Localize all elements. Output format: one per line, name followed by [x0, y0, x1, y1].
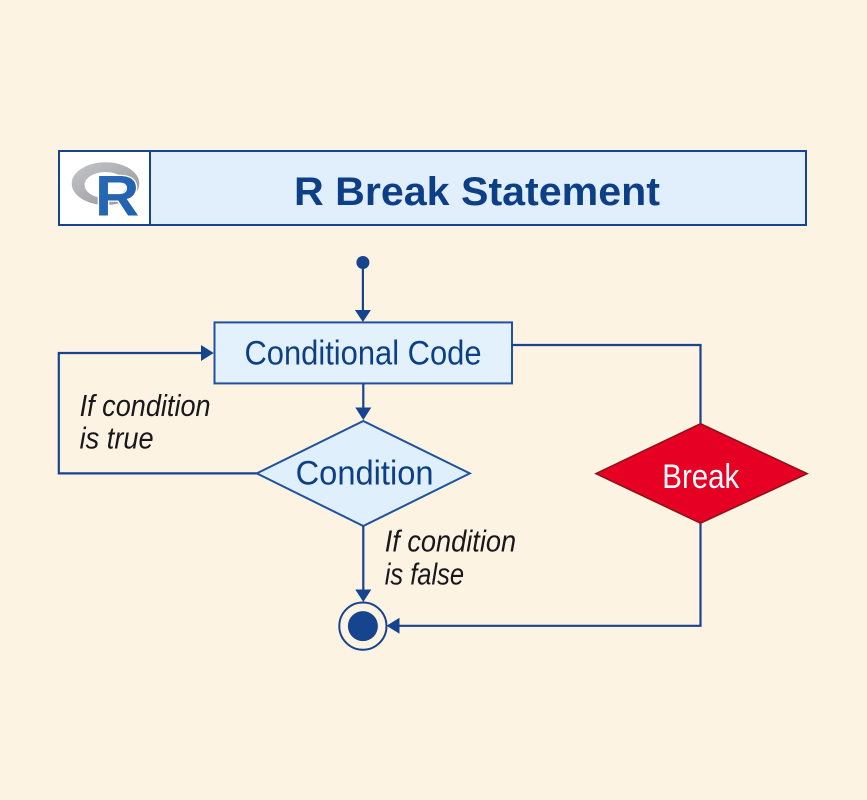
svg-text:is true: is true	[80, 420, 154, 455]
svg-text:is false: is false	[385, 557, 464, 592]
svg-text:Break: Break	[662, 458, 740, 496]
svg-text:If condition: If condition	[80, 388, 211, 423]
svg-text:Conditional Code: Conditional Code	[245, 334, 482, 372]
svg-text:Condition: Condition	[296, 455, 434, 493]
svg-text:R Break Statement: R Break Statement	[294, 170, 660, 214]
svg-text:R: R	[95, 163, 139, 228]
svg-text:If condition: If condition	[385, 523, 516, 558]
